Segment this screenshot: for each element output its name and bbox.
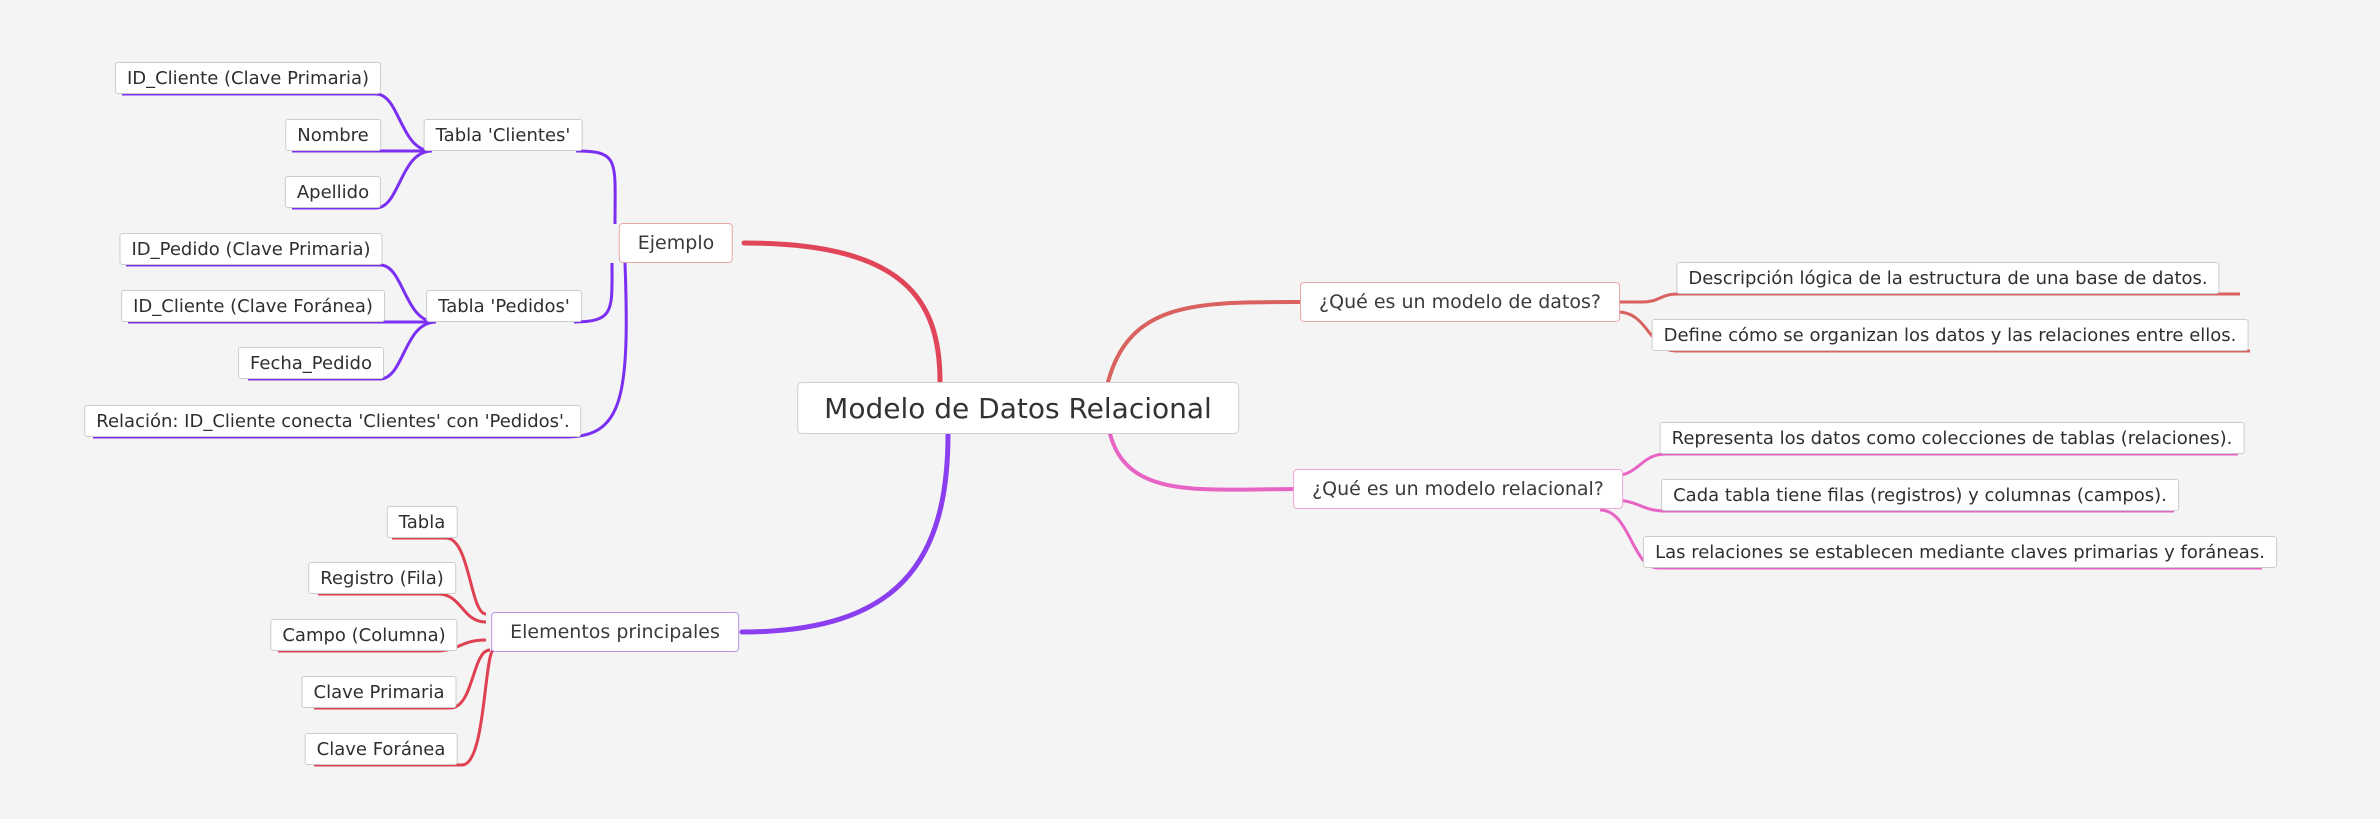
leaf-node-representa-colecciones[interactable]: Representa los datos como colecciones de… — [1659, 422, 2245, 454]
leaf-label-representa-colecciones: Representa los datos como colecciones de… — [1671, 427, 2233, 449]
sub-node-tabla-pedidos[interactable]: Tabla 'Pedidos' — [426, 290, 582, 322]
edge-ejemplo-tabla-clientes — [575, 149, 617, 225]
branch-node-ejemplo[interactable]: Ejemplo — [618, 223, 734, 263]
branch-label-elementos-principales: Elementos principales — [510, 621, 720, 643]
leaf-node-clave-primaria[interactable]: Clave Primaria — [301, 676, 457, 708]
edge-clientes-id — [122, 92, 433, 153]
leaf-node-relaciones-claves[interactable]: Las relaciones se establecen mediante cl… — [1643, 536, 2277, 568]
leaf-node-descripcion-logica[interactable]: Descripción lógica de la estructura de u… — [1676, 262, 2220, 294]
leaf-label-descripcion-logica: Descripción lógica de la estructura de u… — [1688, 267, 2208, 289]
leaf-node-relacion[interactable]: Relación: ID_Cliente conecta 'Clientes' … — [84, 405, 582, 437]
edge-mrel-representa — [1611, 452, 2238, 478]
branch-label-que-es-modelo-relacional: ¿Qué es un modelo relacional? — [1312, 478, 1604, 500]
leaf-node-define-organizan[interactable]: Define cómo se organizan los datos y las… — [1651, 319, 2249, 351]
leaf-node-cada-tabla-filas[interactable]: Cada tabla tiene filas (registros) y col… — [1661, 479, 2179, 511]
branch-node-que-es-modelo-relacional[interactable]: ¿Qué es un modelo relacional? — [1293, 469, 1623, 509]
sub-label-tabla-clientes: Tabla 'Clientes' — [435, 124, 571, 146]
edge-elem-registro — [318, 592, 487, 624]
leaf-node-apellido[interactable]: Apellido — [284, 176, 382, 208]
leaf-label-relaciones-claves: Las relaciones se establecen mediante cl… — [1655, 541, 2265, 563]
branch-node-elementos-principales[interactable]: Elementos principales — [491, 612, 739, 652]
edge-root-modelo-relacional — [1108, 432, 1302, 492]
leaf-node-id-cliente-fk[interactable]: ID_Cliente (Clave Foránea) — [121, 290, 385, 322]
leaf-label-fecha-pedido: Fecha_Pedido — [250, 352, 372, 374]
leaf-label-nombre: Nombre — [297, 124, 369, 146]
leaf-label-clave-primaria: Clave Primaria — [313, 681, 445, 703]
root-node-label: Modelo de Datos Relacional — [824, 391, 1212, 425]
branch-label-que-es-modelo-datos: ¿Qué es un modelo de datos? — [1319, 291, 1601, 313]
leaf-label-relacion: Relación: ID_Cliente conecta 'Clientes' … — [96, 410, 570, 432]
leaf-label-id-cliente-fk: ID_Cliente (Clave Foránea) — [133, 295, 373, 317]
branch-label-ejemplo: Ejemplo — [637, 232, 715, 254]
leaf-label-define-organizan: Define cómo se organizan los datos y las… — [1663, 324, 2237, 346]
leaf-label-registro-fila: Registro (Fila) — [320, 567, 444, 589]
edge-root-modelo-datos — [1106, 299, 1304, 384]
leaf-node-clave-foranea[interactable]: Clave Foránea — [304, 733, 458, 765]
leaf-label-id-cliente-pk: ID_Cliente (Clave Primaria) — [126, 67, 370, 89]
leaf-node-tabla[interactable]: Tabla — [386, 506, 458, 538]
sub-label-tabla-pedidos: Tabla 'Pedidos' — [438, 295, 570, 317]
leaf-node-id-pedido-pk[interactable]: ID_Pedido (Clave Primaria) — [119, 233, 383, 265]
leaf-label-cada-tabla-filas: Cada tabla tiene filas (registros) y col… — [1673, 484, 2167, 506]
edge-mdatos-desc — [1618, 292, 2240, 304]
leaf-node-registro-fila[interactable]: Registro (Fila) — [308, 562, 456, 594]
edge-root-ejemplo — [741, 240, 943, 385]
leaf-node-fecha-pedido[interactable]: Fecha_Pedido — [238, 347, 384, 379]
branch-node-que-es-modelo-datos[interactable]: ¿Qué es un modelo de datos? — [1300, 282, 1620, 322]
edge-root-elementos — [739, 431, 951, 635]
leaf-label-apellido: Apellido — [296, 181, 370, 203]
leaf-label-id-pedido-pk: ID_Pedido (Clave Primaria) — [131, 238, 371, 260]
leaf-label-tabla: Tabla — [398, 511, 446, 533]
leaf-node-id-cliente-pk[interactable]: ID_Cliente (Clave Primaria) — [114, 62, 382, 94]
leaf-node-nombre[interactable]: Nombre — [285, 119, 381, 151]
sub-node-tabla-clientes[interactable]: Tabla 'Clientes' — [423, 119, 583, 151]
leaf-label-clave-foranea: Clave Foránea — [316, 738, 446, 760]
leaf-label-campo-columna: Campo (Columna) — [282, 624, 446, 646]
root-node[interactable]: Modelo de Datos Relacional — [797, 382, 1239, 434]
leaf-node-campo-columna[interactable]: Campo (Columna) — [270, 619, 458, 651]
